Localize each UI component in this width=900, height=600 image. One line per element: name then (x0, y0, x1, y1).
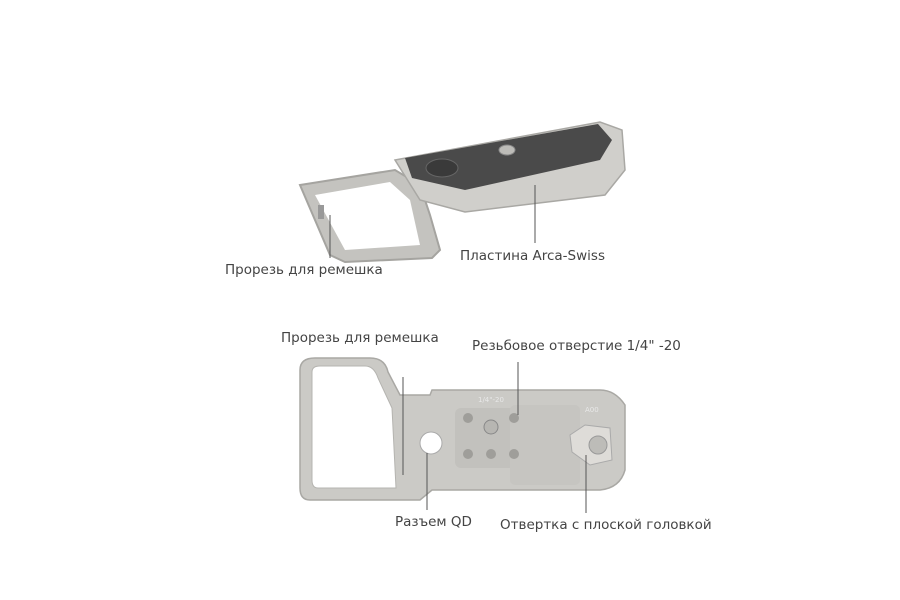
rubber-pad (405, 124, 612, 190)
hole (509, 449, 519, 459)
engraving-model: A00 (585, 406, 599, 414)
screwdriver-hole (588, 435, 608, 455)
label-qd-socket: Разъем QD (395, 514, 472, 530)
strap-loop-opening (315, 182, 420, 250)
thread-hole (483, 419, 499, 435)
hole (509, 413, 519, 423)
label-thread-hole: Резьбовое отверстие 1/4" -20 (472, 338, 681, 354)
hole (463, 449, 473, 459)
grip-top-view (298, 121, 626, 264)
hole (463, 413, 473, 423)
strap-loop-opening (311, 365, 397, 489)
label-strap-slot-top: Прорезь для ремешка (225, 262, 383, 278)
strap-slot (318, 205, 324, 219)
recess (510, 405, 580, 485)
label-screwdriver: Отвертка с плоской головкой (500, 517, 712, 533)
label-arca-plate: Пластина Arca-Swiss (460, 248, 605, 264)
grip-bottom-view: 1/4"-20 A00 (299, 357, 626, 513)
label-strap-slot-bottom: Прорезь для ремешка (281, 330, 439, 346)
pad-hole (425, 158, 459, 178)
engraving-thread: 1/4"-20 (478, 396, 504, 404)
mount-screw (498, 144, 516, 156)
hole (486, 449, 496, 459)
qd-socket (419, 431, 443, 455)
